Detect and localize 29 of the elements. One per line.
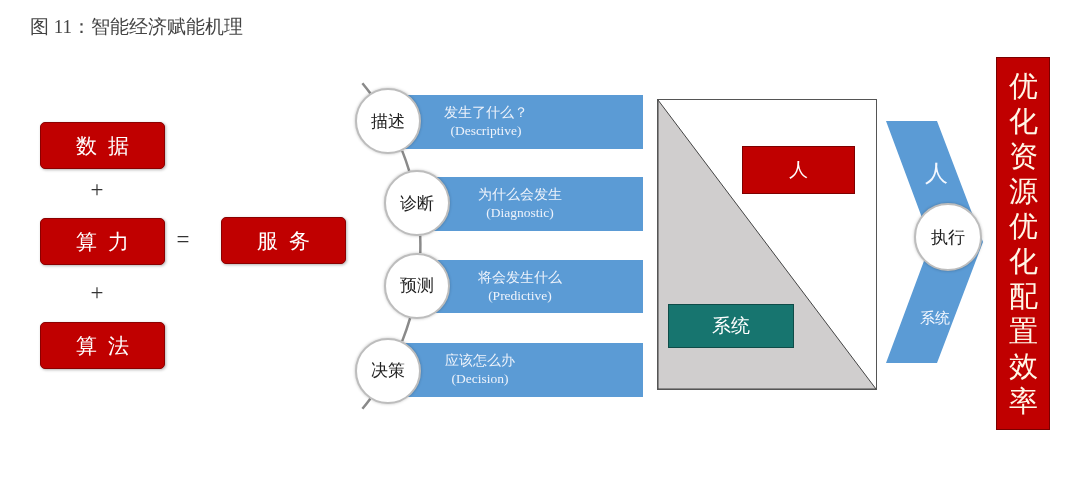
matrix-panel	[657, 99, 877, 390]
equals-sign: =	[176, 227, 190, 253]
plus-sign: +	[90, 280, 104, 306]
factor-box: 数据	[40, 122, 165, 169]
stage-bar: 将会发生什么 (Predictive)	[434, 260, 643, 313]
stage-bar: 应该怎么办 (Decision)	[405, 343, 643, 397]
chevron-label: 人	[924, 159, 948, 188]
connector-line	[401, 150, 411, 172]
plus-sign: +	[90, 177, 104, 203]
service-box: 服务	[221, 217, 346, 264]
stage-bar: 发生了什么？ (Descriptive)	[405, 95, 643, 149]
connector-line	[361, 82, 372, 95]
stage-circle: 诊断	[383, 170, 450, 237]
factor-box: 算力	[40, 218, 165, 265]
role-box: 系统	[668, 304, 794, 348]
stage-circle: 描述	[355, 88, 422, 155]
factor-box: 算法	[40, 322, 165, 369]
connector-line	[361, 397, 372, 410]
result-banner: 优化资源优化配置效率	[996, 57, 1050, 430]
role-box: 人	[742, 146, 855, 194]
chevron-panel	[886, 121, 983, 363]
figure-title: 图 11：智能经济赋能机理	[30, 15, 244, 39]
stage-bar: 为什么会发生 (Diagnostic)	[434, 177, 643, 231]
connector-line	[401, 317, 412, 342]
stage-circle: 决策	[355, 337, 422, 404]
stage-circle: 执行	[914, 203, 982, 271]
chevron-label: 系统	[920, 308, 950, 328]
connector-line	[418, 235, 422, 254]
stage-circle: 预测	[384, 252, 451, 319]
